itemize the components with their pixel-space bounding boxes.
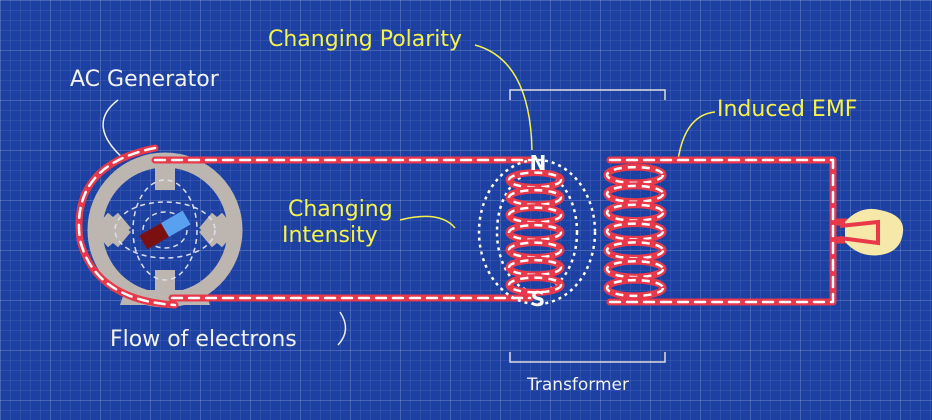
ac-generator: [87, 152, 243, 308]
coil-turn: [507, 276, 563, 294]
induced-emf-label: Induced EMF: [717, 97, 858, 122]
secondary-coil: [603, 163, 667, 300]
intensity-leader: [399, 215, 456, 229]
leader-lines: [102, 44, 716, 346]
bulb-filament: [839, 219, 880, 246]
changing-intensity-label-line2: Intensity: [282, 223, 378, 248]
bulb-glass: [845, 208, 904, 256]
changing-polarity-label: Changing Polarity: [268, 27, 463, 52]
rotor-magnet: [139, 210, 191, 250]
transformer-top-bracket: [509, 89, 666, 100]
generator-field-lines: [114, 179, 216, 281]
transformer-label: Transformer: [527, 375, 630, 395]
flow-of-electrons-label: Flow of electrons: [110, 327, 297, 352]
transformer: N S: [477, 89, 667, 363]
emf-leader: [677, 111, 716, 161]
ac-generator-label: AC Generator: [70, 67, 219, 92]
changing-intensity-label-line1: Changing: [288, 197, 393, 222]
light-bulb: [839, 208, 904, 256]
coil-turn: [605, 278, 665, 298]
north-pole-label: N: [530, 151, 547, 175]
primary-coil: [505, 169, 565, 296]
stator-poles: [95, 160, 235, 300]
south-pole-label: S: [531, 287, 545, 311]
generator-leader: [102, 99, 126, 161]
polarity-leader: [474, 44, 533, 151]
electrons-leader: [337, 311, 347, 346]
transformer-bottom-bracket: [509, 352, 666, 363]
primary-field-lines: [477, 158, 597, 306]
